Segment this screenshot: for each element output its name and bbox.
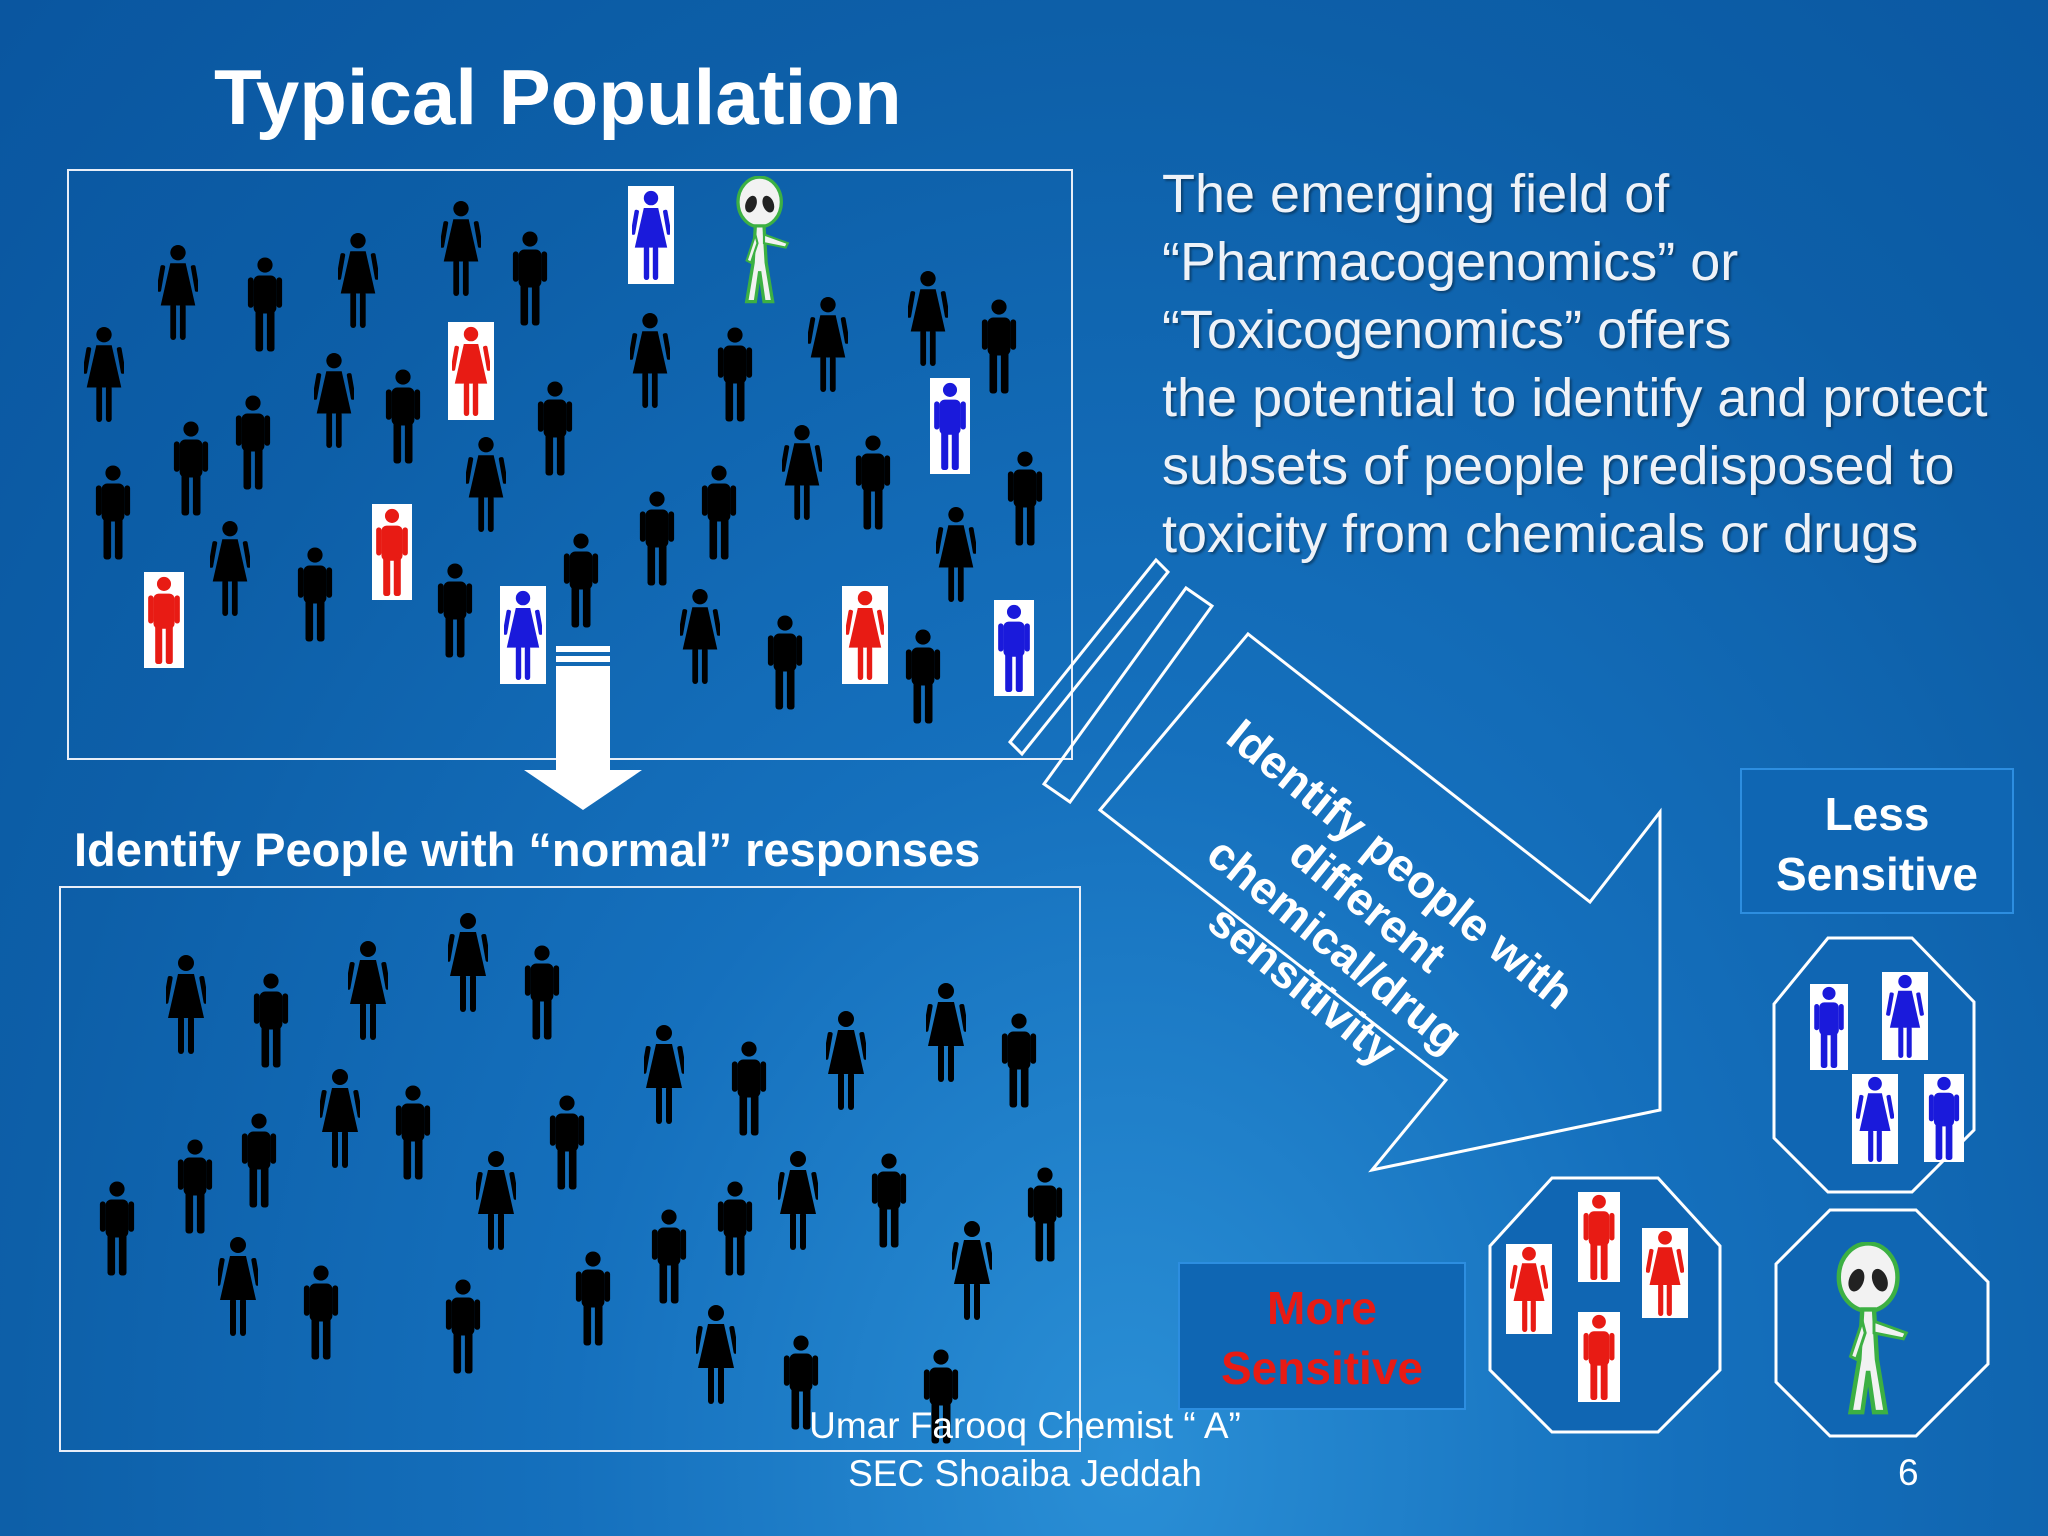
person-figure	[717, 327, 753, 422]
person-figure	[808, 296, 848, 392]
slide-footer: Umar Farooq Chemist “ A” SEC Shoaiba Jed…	[780, 1402, 1270, 1498]
down-arrow	[524, 646, 642, 810]
person-figure	[395, 1085, 431, 1180]
person-figure	[512, 231, 548, 326]
diagonal-arrow	[1007, 557, 1662, 1173]
paragraph-line: toxicity from chemicals or drugs	[1162, 504, 1919, 564]
person-figure	[320, 1069, 360, 1168]
person-figure	[778, 1151, 818, 1250]
normal-responses-label: Identify People with “normal” responses	[74, 823, 981, 876]
more-sensitive-label: More Sensitive	[1178, 1262, 1466, 1410]
sensitivity-groups	[1488, 936, 1990, 1438]
less-sensitive-line: Less	[1824, 788, 1930, 840]
person-figure	[563, 533, 599, 628]
person-figure	[639, 491, 675, 586]
person-figure	[871, 1153, 907, 1248]
person-figure	[680, 588, 720, 684]
person-figure	[476, 1151, 516, 1250]
person-figure	[826, 1011, 866, 1110]
person-figure	[981, 299, 1017, 394]
person-figure	[448, 913, 488, 1012]
normal-responses-box	[59, 886, 1081, 1452]
person-figure	[441, 200, 481, 296]
paragraph-line: The emerging field of	[1162, 164, 1670, 224]
more-sensitive-line: More	[1267, 1282, 1377, 1334]
person-figure	[524, 945, 560, 1040]
footer-line: SEC Shoaiba Jeddah	[848, 1453, 1202, 1494]
person-figure	[445, 1279, 481, 1374]
person-figure	[731, 1041, 767, 1136]
paragraph-line: “Toxicogenomics” offers	[1162, 300, 1732, 360]
person-figure	[99, 1181, 135, 1276]
person-figure	[537, 381, 573, 476]
person-figure	[314, 352, 354, 448]
less-sensitive-label: Less Sensitive	[1740, 768, 2014, 914]
person-figure	[437, 563, 473, 658]
person-figure	[651, 1209, 687, 1304]
person-figure	[717, 1181, 753, 1276]
person-figure	[297, 547, 333, 642]
person-figure	[158, 244, 198, 340]
person-figure	[782, 424, 822, 520]
typical-population-figures	[84, 200, 1043, 724]
person-figure	[549, 1095, 585, 1190]
person-figure	[767, 615, 803, 710]
person-figure	[696, 1305, 736, 1404]
footer-line: Umar Farooq Chemist “ A”	[809, 1405, 1241, 1446]
person-figure	[908, 270, 948, 366]
person-figure	[338, 232, 378, 328]
person-figure	[253, 973, 289, 1068]
person-figure	[630, 312, 670, 408]
person-figure	[210, 520, 250, 616]
intro-paragraph: The emerging field of “Pharmacogenomics”…	[1162, 160, 1988, 568]
person-figure	[235, 395, 271, 490]
slide-title: Typical Population	[214, 53, 902, 141]
person-figure	[84, 326, 124, 422]
paragraph-line: “Pharmacogenomics” or	[1162, 232, 1739, 292]
person-figure	[303, 1265, 339, 1360]
person-figure	[1007, 451, 1043, 546]
less-sensitive-line: Sensitive	[1776, 848, 1978, 900]
person-figure	[1001, 1013, 1037, 1108]
highlighted-figures	[144, 176, 1034, 696]
person-figure	[466, 436, 506, 532]
alien-figure	[736, 176, 790, 304]
person-figure	[701, 465, 737, 560]
normal-response-figures	[99, 913, 1063, 1444]
person-figure	[905, 629, 941, 724]
person-figure	[952, 1221, 992, 1320]
person-figure	[218, 1237, 258, 1336]
person-figure	[247, 257, 283, 352]
person-figure	[95, 465, 131, 560]
paragraph-line: subsets of people predisposed to	[1162, 436, 1955, 496]
person-figure	[385, 369, 421, 464]
person-figure	[348, 941, 388, 1040]
person-figure	[644, 1025, 684, 1124]
person-figure	[936, 506, 976, 602]
paragraph-line: the potential to identify and protect	[1162, 368, 1988, 428]
person-figure	[855, 435, 891, 530]
page-number: 6	[1898, 1452, 1919, 1493]
person-figure	[1027, 1167, 1063, 1262]
more-sensitive-line: Sensitive	[1221, 1342, 1423, 1394]
person-figure	[575, 1251, 611, 1346]
person-figure	[926, 983, 966, 1082]
person-figure	[177, 1139, 213, 1234]
person-figure	[166, 955, 206, 1054]
person-figure	[173, 421, 209, 516]
person-figure	[241, 1113, 277, 1208]
